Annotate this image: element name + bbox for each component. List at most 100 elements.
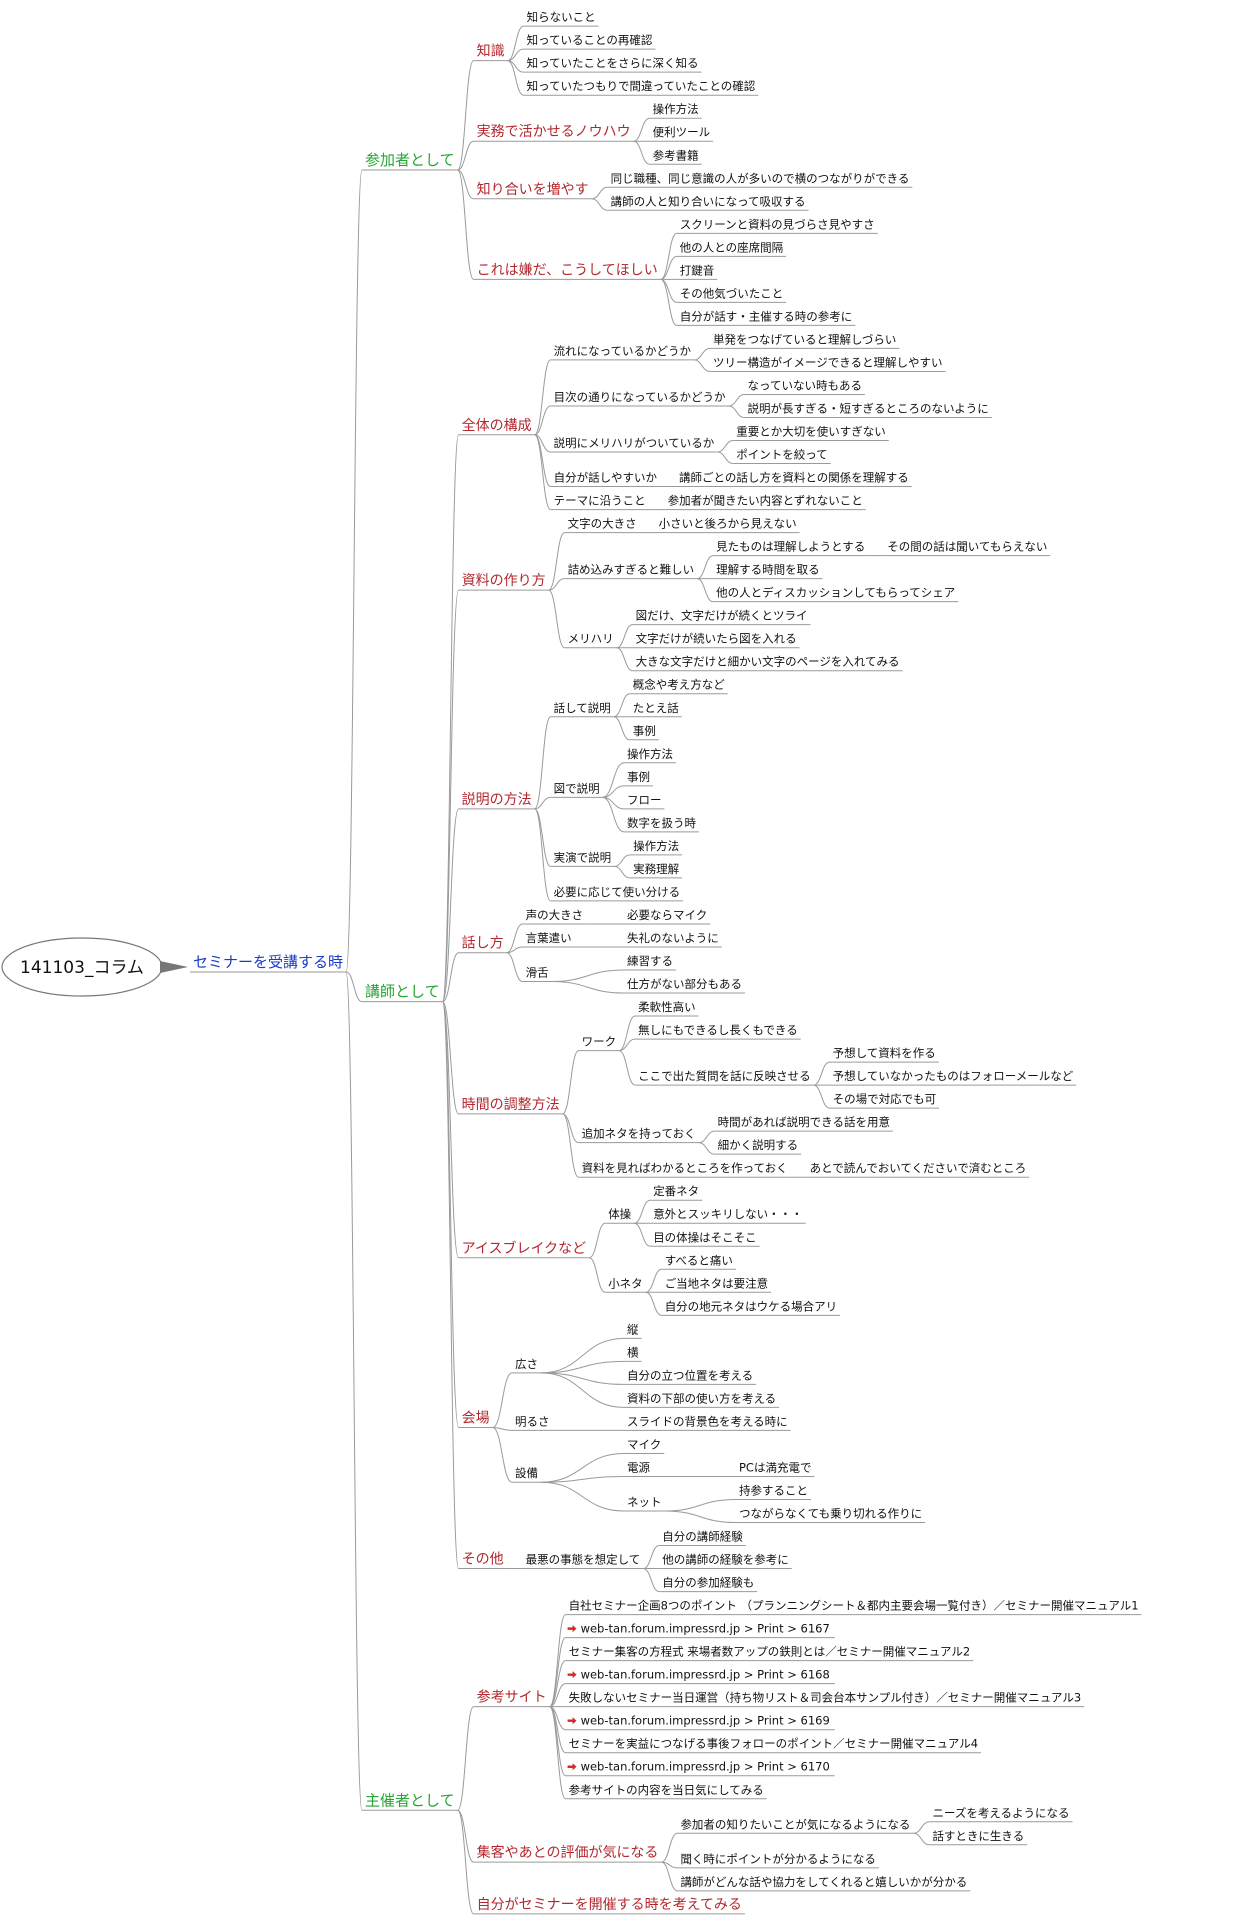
leaf-node[interactable]: 概念や考え方など [629,678,728,695]
topic-node[interactable]: 明るさ [512,1414,553,1431]
topic-node[interactable]: 追加ネタを持っておく [578,1127,699,1144]
leaf-node[interactable]: 必要に応じて使い分ける [550,885,684,902]
topic-node[interactable]: 資料を見ればわかるところを作っておく [578,1161,791,1178]
topic-node[interactable]: ここで出た質問を話に反映させる [635,1069,814,1086]
leaf-node[interactable]: 横 [624,1345,642,1362]
leaf-node[interactable]: 操作方法 [630,839,683,856]
leaf-node[interactable]: 資料の下部の使い方を考える [624,1391,780,1408]
topic-node[interactable]: 広さ [512,1357,541,1374]
topic-node[interactable]: 図で説明 [550,781,603,798]
topic-node[interactable]: 声の大きさ [522,908,587,925]
leaf-node[interactable]: スライドの背景色を考える時に [624,1414,791,1431]
leaf-node[interactable]: 単発をつなげていると理解しづらい [710,332,900,349]
leaf-node[interactable]: 他の講師の経験を参考に [659,1553,792,1570]
leaf-node[interactable]: 持参すること [736,1483,811,1500]
leaf-node[interactable]: 仕方がない部分もある [624,977,745,994]
topic-node[interactable]: 参考サイト [473,1689,550,1708]
leaf-node[interactable]: 自分が話す・主催する時の参考に [676,309,856,326]
topic-node[interactable]: これは嫌だ、こうしてほしい [473,262,661,280]
leaf-node[interactable]: フロー [624,793,665,810]
leaf-node[interactable]: 参加者が聞きたい内容とずれないこと [664,494,866,511]
leaf-node[interactable]: 自分がセミナーを開催する時を考えてみる [473,1897,745,1915]
topic-node[interactable]: ワーク [578,1035,620,1052]
leaf-node[interactable]: 知っていることの再確認 [523,33,656,50]
link-node[interactable]: web-tan.forum.impressrd.jp > Print > 617… [565,1760,835,1777]
topic-node[interactable]: 電源 [624,1460,653,1477]
leaf-node[interactable]: ツリー構造がイメージできると理解しやすい [710,355,946,372]
topic-node[interactable]: 話し方 [458,935,507,954]
topic-node[interactable]: 目次の通りになっているかどうか [550,390,729,407]
leaf-node[interactable]: 理解する時間を取る [713,563,823,580]
leaf-node[interactable]: 練習する [624,954,676,971]
topic-node[interactable]: 流れになっているかどうか [550,344,695,361]
leaf-node[interactable]: 定番ネタ [650,1184,703,1201]
topic-node[interactable]: 文字の大きさ [564,517,640,534]
topic-node[interactable]: 主催者として [362,1791,458,1811]
topic-node[interactable]: アイスブレイクなど [458,1240,590,1259]
leaf-node[interactable]: ニーズを考えるようになる [929,1806,1073,1823]
leaf-node[interactable]: 講師の人と知り合いになって吸収する [607,194,809,211]
topic-node[interactable]: 言葉遣い [522,931,575,948]
leaf-node[interactable]: 柔軟性高い [635,1000,699,1017]
leaf-node[interactable]: その間の話は聞いてもらえない [884,540,1051,557]
leaf-node[interactable]: 文字だけが続いたら図を入れる [632,632,800,649]
leaf-node[interactable]: 他の人との座席間隔 [676,240,787,257]
topic-node[interactable]: 見たものは理解しようとする [713,540,869,557]
leaf-node[interactable]: 参考書籍 [649,148,702,165]
leaf-node[interactable]: つながらなくても乗り切れる作りに [736,1507,926,1524]
leaf-node[interactable]: 操作方法 [649,102,702,119]
leaf-node[interactable]: スクリーンと資料の見づらさ見やすさ [676,217,878,234]
leaf-node[interactable]: 時間があれば説明できる話を用意 [714,1115,893,1132]
leaf-node[interactable]: 予想していなかったものはフォローメールなど [829,1069,1077,1086]
leaf-node[interactable]: すべると痛い [661,1253,736,1270]
leaf-node[interactable]: 大きな文字だけと細かい文字のページを入れてみる [632,655,903,672]
leaf-node[interactable]: その他気づいたこと [676,286,787,303]
leaf-node[interactable]: 小さいと後ろから見えない [655,517,800,534]
leaf-node[interactable]: セミナーを実益につなげる事後フォローのポイント／セミナー開催マニュアル4 [565,1737,982,1754]
leaf-node[interactable]: たとえ話 [629,701,682,718]
leaf-node[interactable]: 知っていたつもりで間違っていたことの確認 [523,79,759,96]
leaf-node[interactable]: 自分の地元ネタはウケる場合アリ [661,1299,841,1316]
leaf-node[interactable]: 意外とスッキリしない・・・ [650,1207,806,1224]
root-node[interactable]: 141103_コラム [1,937,188,997]
leaf-node[interactable]: 話すときに生きる [929,1829,1028,1846]
leaf-node[interactable]: その場で対応でも可 [829,1092,940,1109]
leaf-node[interactable]: 自分の参加経験も [659,1576,758,1593]
topic-node[interactable]: 話して説明 [550,701,614,718]
topic-node[interactable]: セミナーを受講する時 [190,953,347,973]
topic-node[interactable]: 最悪の事態を想定して [522,1553,644,1570]
topic-node[interactable]: 実演で説明 [550,850,615,867]
topic-node[interactable]: 体操 [605,1207,635,1224]
leaf-node[interactable]: 無しにもできるし長くもできる [635,1023,801,1040]
leaf-node[interactable]: ポイントを絞って [733,448,831,465]
leaf-node[interactable]: 図だけ、文字だけが続くとツライ [632,609,811,626]
topic-node[interactable]: 集客やあとの評価が気になる [473,1844,662,1863]
topic-node[interactable]: 参加者の知りたいことが気になるようになる [677,1817,914,1834]
leaf-node[interactable]: 自社セミナー企画8つのポイント （プランニングシート＆都内主要会場一覧付き）／セ… [565,1599,1142,1616]
leaf-node[interactable]: 実務理解 [630,862,683,879]
topic-node[interactable]: メリハリ [564,632,617,649]
leaf-node[interactable]: 他の人とディスカッションしてもらってシェア [713,586,959,603]
topic-node[interactable]: 小ネタ [605,1276,646,1293]
leaf-node[interactable]: 縦 [624,1322,642,1339]
topic-node[interactable]: 説明にメリハリがついているか [550,436,718,453]
leaf-node[interactable]: 講師ごとの話し方を資料との関係を理解する [675,471,912,488]
leaf-node[interactable]: PCは満充電で [736,1460,815,1477]
leaf-node[interactable]: 目の体操はそこそこ [650,1230,760,1247]
topic-node[interactable]: 会場 [458,1411,493,1429]
leaf-node[interactable]: 自分の講師経験 [659,1530,746,1547]
leaf-node[interactable]: 参考サイトの内容を当日気にしてみる [565,1783,767,1800]
leaf-node[interactable]: 失敗しないセミナー当日運営（持ち物リスト＆司会台本サンプル付き）／セミナー開催マ… [565,1691,1085,1708]
topic-node[interactable]: 知り合いを増やす [473,181,592,200]
leaf-node[interactable]: 聞く時にポイントが分かるようになる [677,1852,879,1869]
leaf-node[interactable]: ご当地ネタは要注意 [661,1276,772,1293]
leaf-node[interactable]: 失礼のないように [624,931,722,948]
leaf-node[interactable]: 打鍵音 [676,263,718,280]
leaf-node[interactable]: 数字を扱う時 [624,816,699,833]
leaf-node[interactable]: 操作方法 [624,747,676,764]
leaf-node[interactable]: 知らないこと [523,10,599,27]
topic-node[interactable]: 講師として [362,983,443,1003]
link-node[interactable]: web-tan.forum.impressrd.jp > Print > 616… [565,1668,835,1685]
topic-node[interactable]: テーマに沿うこと [550,494,649,511]
leaf-node[interactable]: 細かく説明する [714,1138,802,1155]
